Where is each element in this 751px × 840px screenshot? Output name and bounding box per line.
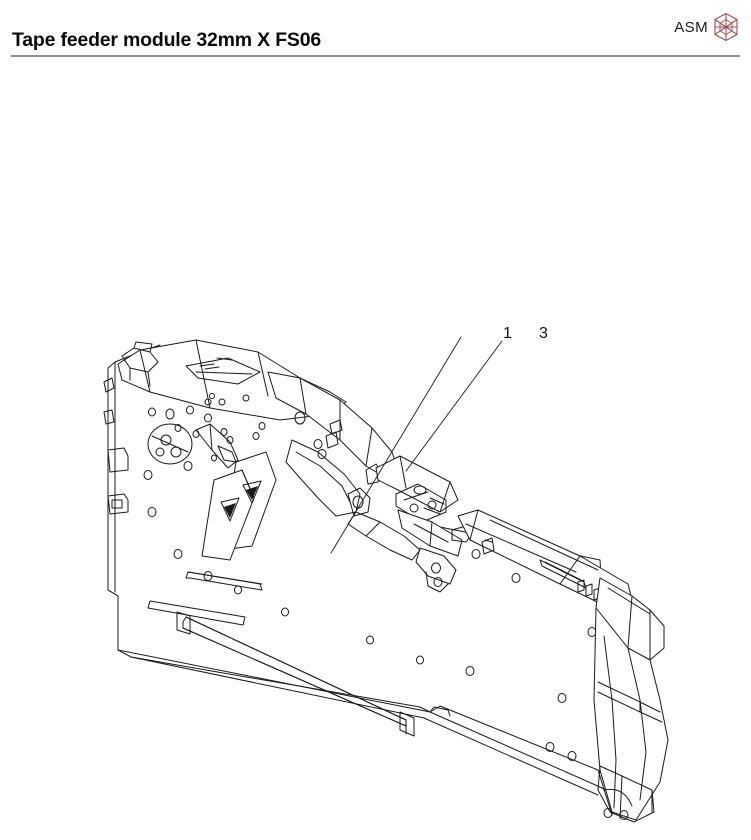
sprocket-mechanism bbox=[143, 393, 327, 581]
callout-label-1: 1 bbox=[503, 325, 512, 342]
tape-feeder-module-drawing: 1 3 bbox=[103, 325, 669, 823]
feeder-body-plate bbox=[107, 344, 613, 816]
header-divider bbox=[11, 55, 740, 57]
callout-leader-lines bbox=[330, 336, 503, 554]
page-header: Tape feeder module 32mm X FS06 ASM bbox=[0, 0, 751, 62]
center-arch-linkage bbox=[267, 371, 421, 561]
clamp-roller-block bbox=[375, 455, 473, 593]
page-title: Tape feeder module 32mm X FS06 bbox=[12, 29, 321, 51]
right-end-column bbox=[593, 577, 669, 823]
tape-cover-plates bbox=[201, 451, 277, 561]
drawing-area: 1 3 bbox=[0, 62, 751, 840]
brand-lockup: ASM bbox=[674, 10, 739, 44]
leader-line-3 bbox=[330, 336, 462, 554]
asm-hexagon-logo-icon bbox=[713, 12, 739, 42]
brand-name: ASM bbox=[674, 18, 708, 36]
callout-label-3: 3 bbox=[539, 325, 548, 342]
leader-line-1 bbox=[405, 340, 503, 472]
